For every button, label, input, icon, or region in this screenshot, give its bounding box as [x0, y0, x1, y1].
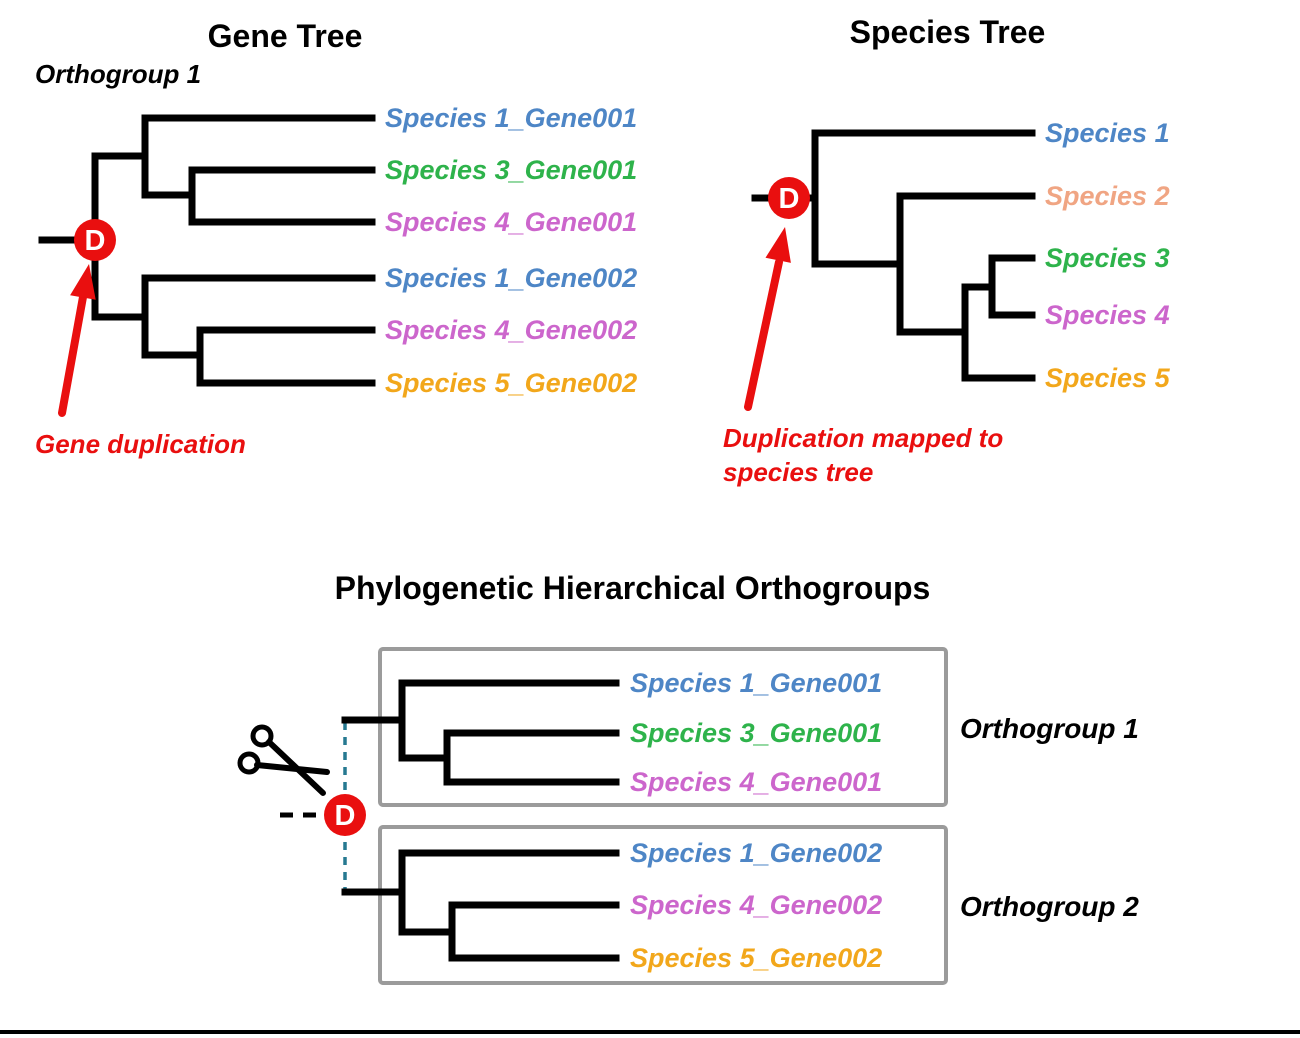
- species-tree-duplication-node: D: [768, 177, 810, 219]
- gene-tree-tip-label: Species 1_Gene001: [385, 103, 638, 133]
- scissors-icon: [237, 724, 330, 796]
- bottom-border-line: [0, 1030, 1300, 1034]
- annotation-line: species tree: [723, 456, 874, 487]
- orthogroup-1-tip-label: Species 3_Gene001: [630, 718, 883, 748]
- species-tree-tip-label: Species 1: [1045, 118, 1170, 148]
- cut-dashed-lines: [280, 722, 347, 890]
- gene-tree-tip-label: Species 3_Gene001: [385, 155, 638, 185]
- gene-tree-duplication-node: D: [74, 219, 116, 261]
- orthogroups-title: Phylogenetic Hierarchical Orthogroups: [334, 570, 931, 606]
- orthogroups-duplication-node: D: [324, 794, 366, 836]
- gene-tree-tip-label: Species 4_Gene001: [385, 207, 638, 237]
- duplication-letter: D: [335, 800, 356, 832]
- species-tree-tip-label: Species 2: [1045, 181, 1170, 211]
- species-tree-tip-label: Species 3: [1045, 243, 1170, 273]
- gene-duplication-arrow: [58, 264, 96, 417]
- gene-tree-tip-label: Species 1_Gene002: [385, 263, 638, 293]
- orthogroup-1-label: Orthogroup 1: [960, 713, 1139, 744]
- orthogroup-boxes: [378, 647, 948, 985]
- species-tree-tip-label: Species 4: [1045, 300, 1170, 330]
- orthogroup-2-label: Orthogroup 2: [960, 891, 1139, 922]
- orthogroup-1-tip-label: Species 1_Gene001: [630, 668, 883, 698]
- gene-tree-tip-label: Species 4_Gene002: [385, 315, 638, 345]
- orthogroup-2-tip-label: Species 4_Gene002: [630, 890, 883, 920]
- duplication-letter: D: [779, 183, 800, 215]
- orthogroup-1-tip-label: Species 4_Gene001: [630, 767, 883, 797]
- species-duplication-annotation: Duplication mapped to species tree: [723, 422, 1003, 490]
- species-tree-branches: [751, 129, 1036, 382]
- gene-tree-title: Gene Tree: [207, 18, 363, 54]
- gene-duplication-annotation: Gene duplication: [35, 429, 246, 459]
- orthogroup-2-box: [378, 825, 948, 985]
- orthogroup-2-tip-label: Species 1_Gene002: [630, 838, 883, 868]
- species-tree-tip-label: Species 5: [1045, 363, 1170, 393]
- duplication-letter: D: [85, 225, 106, 257]
- orthogroup-1-box: [378, 647, 948, 807]
- annotation-line: Duplication mapped to: [723, 423, 1004, 453]
- orthogroup-1-subtree-branches: [341, 679, 620, 786]
- gene-tree-tip-label: Species 5_Gene002: [385, 368, 638, 398]
- species-tree-title: Species Tree: [849, 14, 1046, 50]
- gene-tree-orthogroup-label: Orthogroup 1: [35, 59, 202, 89]
- orthogroup-2-tip-label: Species 5_Gene002: [630, 943, 883, 973]
- orthogroup-2-subtree-branches: [341, 849, 620, 962]
- species-duplication-arrow: [744, 227, 791, 411]
